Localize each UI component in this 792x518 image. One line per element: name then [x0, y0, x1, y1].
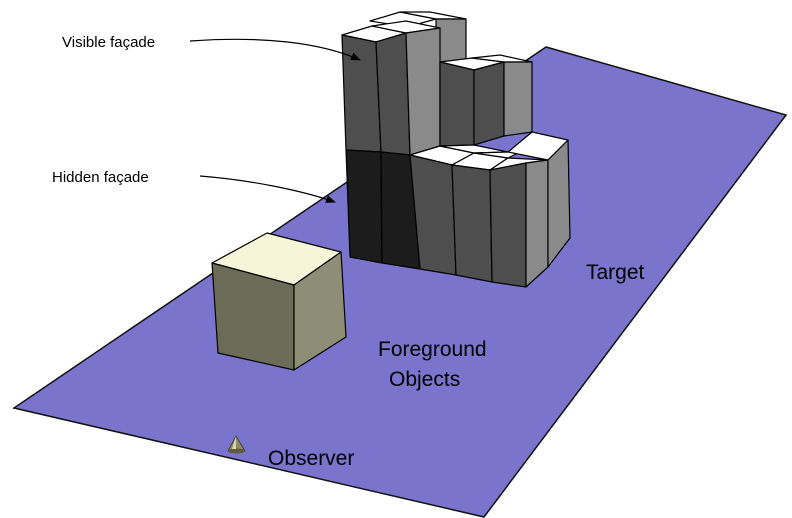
- observer-highlight: [232, 436, 236, 449]
- visible-facade-label: Visible façade: [62, 34, 155, 51]
- building-side: [525, 159, 549, 288]
- target-label: Target: [586, 261, 645, 284]
- hidden-facade-arrow: [199, 175, 336, 203]
- visible-facade-column: [473, 61, 505, 146]
- target-building: [341, 11, 571, 288]
- ground-plane: [12, 46, 788, 518]
- foreground-box-side: [293, 251, 347, 371]
- hidden-facade-label: Hidden façade: [52, 169, 149, 186]
- hidden-facade-column: [345, 149, 383, 264]
- visible-facade-column: [375, 32, 411, 156]
- building-side: [405, 27, 441, 156]
- foreground-box: [211, 232, 347, 371]
- foreground-objects-label-line1: Foreground: [378, 338, 487, 361]
- visible-facade-arrow: [189, 38, 361, 61]
- foreground-objects-label-line2: Objects: [389, 368, 460, 391]
- building-side: [547, 139, 571, 268]
- visible-facade-column: [489, 162, 527, 288]
- visible-facade-column: [451, 164, 493, 283]
- observer-base: [228, 448, 245, 454]
- observer-label: Observer: [268, 447, 354, 470]
- visible-facade-column: [439, 61, 475, 147]
- visible-facade-column: [341, 34, 382, 153]
- building-side: [503, 61, 533, 137]
- observer-marker: [227, 435, 246, 454]
